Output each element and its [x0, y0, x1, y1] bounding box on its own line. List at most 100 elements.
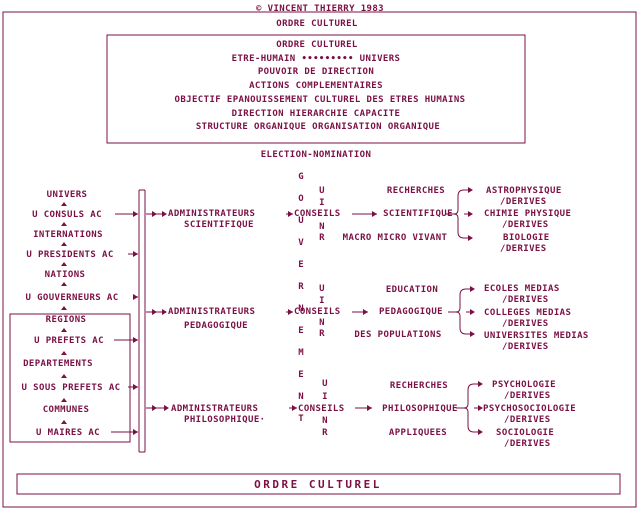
uinr-letter: N [319, 318, 325, 328]
arrow-right-icon [164, 405, 169, 411]
leaf-derives: /DERIVES [502, 220, 549, 230]
arrow-right-icon [133, 211, 138, 217]
leaf-derives: /DERIVES [500, 197, 547, 207]
gouvernement-letter: G [298, 172, 304, 182]
gouvernement-letter: T [298, 414, 304, 424]
up-arrow-icon [61, 398, 67, 402]
gouvernement-letter: N [298, 304, 304, 314]
gouvernement-letter: N [298, 392, 304, 402]
branch-bracket [455, 288, 467, 335]
hierarchy-level: REGIONS [45, 315, 87, 325]
arrow-right-icon [470, 331, 475, 337]
arrow-right-icon [478, 405, 483, 411]
council-line: RECHERCHES [386, 186, 446, 196]
uinr-letter: I [319, 198, 325, 208]
uinr-letter: U [319, 284, 325, 294]
outer-frame [2, 11, 637, 508]
arrow-right-icon [468, 235, 473, 241]
arrow-right-icon [152, 211, 157, 217]
arrow-right-icon [288, 309, 293, 315]
leaf-derives: /DERIVES [504, 439, 551, 449]
copyright-text: © VINCENT THIERRY 1983 [255, 4, 385, 14]
regions-box [9, 313, 131, 443]
box-line: OBJECTIF EPANOUISSEMENT CULTUREL DES ETR… [174, 95, 466, 105]
hierarchy-level: NATIONS [44, 270, 86, 280]
arrow-right-icon [478, 429, 483, 435]
arrow-right-icon [468, 187, 473, 193]
page-subtitle: ORDRE CULTUREL [276, 19, 358, 29]
up-arrow-icon [61, 202, 67, 206]
arrow-right-icon [133, 429, 138, 435]
up-arrow-icon [61, 222, 67, 226]
box-line: ORDRE CULTUREL [276, 40, 358, 50]
leaf-title: SOCIOLOGIE [496, 428, 555, 438]
domain-label: PEDAGOGIQUE [184, 321, 249, 331]
gouvernement-letter: V [298, 238, 304, 248]
leaf-derives: /DERIVES [502, 295, 549, 305]
administrateurs-label: ADMINISTRATEURS [171, 404, 259, 414]
administrateurs-label: ADMINISTRATEURS [168, 307, 256, 317]
arrow-right-icon [162, 211, 167, 217]
footer-title: ORDRE CULTUREL [254, 478, 382, 491]
arrow-right-icon [468, 211, 473, 217]
council-line: MACRO MICRO VIVANT [342, 233, 448, 243]
arrow-right-icon [133, 251, 138, 257]
leaf-title: PSYCHOSOCIOLOGIE [483, 404, 577, 414]
uinr-letter: N [322, 416, 328, 426]
conseils-label: CONSEILS [294, 209, 341, 219]
hierarchy-level: DEPARTEMENTS [23, 359, 93, 369]
arrow-right-icon [152, 309, 157, 315]
uinr-letter: N [319, 222, 325, 232]
arrow-right-icon [470, 286, 475, 292]
arrow-right-icon [363, 309, 368, 315]
leaf-title: PSYCHOLOGIE [492, 380, 557, 390]
gouvernement-letter: E [298, 326, 304, 336]
uinr-letter: I [322, 392, 328, 402]
arrow-right-icon [133, 384, 138, 390]
header-box [106, 34, 526, 144]
council-line: PEDAGOGIQUE [378, 307, 444, 317]
up-arrow-icon [61, 328, 67, 332]
council-line: PHILOSOPHIQUE [382, 404, 458, 414]
arrow-right-icon [133, 337, 138, 343]
leaf-title: BIOLOGIE [503, 233, 550, 243]
council-line: SCIENTIFIQUE [383, 209, 453, 219]
uinr-letter: U [322, 379, 328, 389]
leaf-title: CHIMIE PHYSIQUE [484, 209, 572, 219]
conseils-label: CONSEILS [298, 404, 345, 414]
uinr-letter: I [319, 296, 325, 306]
arrow-right-icon [152, 405, 157, 411]
uinr-letter: R [319, 233, 325, 243]
council-line: RECHERCHES [389, 381, 449, 391]
up-arrow-icon [61, 282, 67, 286]
hierarchy-level: U PREFETS AC [34, 336, 104, 346]
box-line: POUVOIR DE DIRECTION [257, 67, 375, 77]
arrow-right-icon [470, 309, 475, 315]
up-arrow-icon [61, 306, 67, 310]
arrow-right-icon [292, 405, 297, 411]
hierarchy-level: UNIVERS [46, 190, 88, 200]
uinr-letter: U [319, 186, 325, 196]
up-arrow-icon [61, 351, 67, 355]
leaf-derives: /DERIVES [504, 415, 551, 425]
hierarchy-level: U MAIRES AC [35, 428, 101, 438]
box-line: ACTIONS COMPLEMENTAIRES [249, 81, 383, 91]
leaf-title: ASTROPHYSIQUE [486, 186, 562, 196]
arrow-right-icon [288, 211, 293, 217]
hierarchy-level: INTERNATIONS [33, 230, 103, 240]
arrow-right-icon [367, 405, 372, 411]
up-arrow-icon [61, 374, 67, 378]
leaf-title: COLLEGES MEDIAS [484, 308, 572, 318]
uinr-letter: R [322, 428, 328, 438]
leaf-derives: /DERIVES [504, 391, 551, 401]
gouvernement-vertical-label: G O U V E R N E M E N T [295, 166, 307, 430]
branch-bracket [463, 383, 475, 433]
arrow-right-icon [133, 294, 138, 300]
box-line: ETRE-HUMAIN ••••••••• UNIVERS [231, 54, 401, 64]
conseils-label: CONSEILS [294, 307, 341, 317]
domain-label: PHILOSOPHIQUE· [184, 415, 266, 425]
up-arrow-icon [61, 242, 67, 246]
gouvernement-letter: O [298, 194, 304, 204]
arrow-right-icon [478, 381, 483, 387]
